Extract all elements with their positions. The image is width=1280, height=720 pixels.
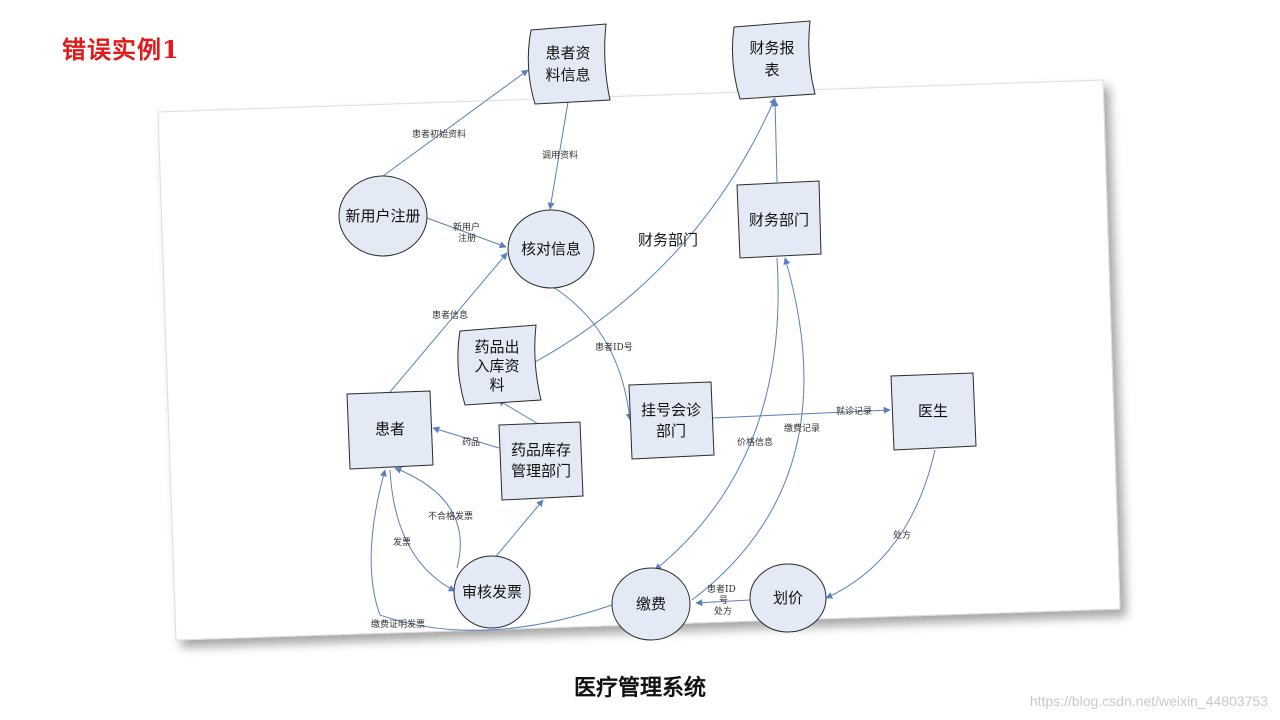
store-drug-io: 药品出 入库资 料 — [457, 324, 542, 406]
entity-doctor-label: 医生 — [918, 402, 948, 420]
label-payment-proof-invoice: 缴费证明发票 — [371, 618, 425, 630]
edge-register-to-patient-info — [382, 69, 529, 177]
edge-verify-to-registration — [552, 286, 633, 421]
store-finance-report-line1: 财务报 — [749, 39, 794, 57]
process-verify-info: 核对信息 — [507, 209, 595, 289]
label-drugs: 药品 — [462, 437, 480, 448]
process-new-user-register-label: 新用户注册 — [345, 207, 420, 225]
paper-sheet — [157, 79, 1121, 641]
store-finance-report: 财务报 表 — [731, 20, 816, 100]
label-unqualified-invoice: 不合格发票 — [428, 510, 473, 522]
entity-patient-label: 患者 — [375, 420, 405, 438]
store-finance-report-line2: 表 — [764, 61, 779, 79]
label-payment-record: 缴费记录 — [784, 422, 820, 434]
entity-registration-dept: 挂号会诊 部门 — [628, 381, 715, 460]
entity-registration-dept-line2: 部门 — [656, 422, 686, 440]
label-finance-dept-floating: 财务部门 — [638, 231, 698, 249]
caption: 医疗管理系统 — [573, 676, 706, 701]
edge-patient-to-verify — [389, 252, 508, 393]
edge-finance-dept-to-report — [771, 99, 779, 183]
edge-drug-dept-to-drug-store — [497, 399, 541, 426]
edge-doctor-to-pricing — [825, 449, 936, 599]
store-drug-io-line3: 料 — [489, 376, 504, 394]
process-pricing-label: 划价 — [773, 589, 803, 607]
process-verify-info-label: 核对信息 — [521, 240, 581, 258]
edge-register-to-verify — [426, 217, 507, 249]
edge-patient-to-audit — [389, 469, 456, 592]
label-patient-info: 患者信息 — [432, 309, 468, 321]
entity-drug-dept-line1: 药品库存 — [511, 441, 571, 459]
label-patient-initial-data: 患者初始资料 — [412, 128, 466, 140]
edge-payment-to-patient — [370, 469, 613, 631]
edge-drug-dept-to-patient — [432, 426, 500, 449]
watermark: https://blog.csdn.net/weixin_44803753 — [1029, 693, 1268, 709]
label-new-user-register-line2: 注册 — [458, 232, 476, 244]
label-patient-id: 患者ID号 — [595, 341, 633, 353]
entity-finance-dept-label: 财务部门 — [749, 211, 809, 229]
edge-drug-store-to-finance-report — [534, 97, 776, 363]
edge-audit-to-drug-dept — [492, 499, 544, 561]
label-price-info: 价格信息 — [737, 436, 773, 448]
store-patient-info-line1: 患者资 — [545, 44, 590, 62]
process-payment-label: 缴费 — [636, 595, 666, 613]
edge-payment-to-finance — [691, 257, 805, 601]
label-patient-id-rx-line3: 处方 — [714, 605, 732, 617]
label-patient-id-rx-line2: 号 — [719, 595, 728, 606]
label-visit-record: 就诊记录 — [836, 405, 872, 417]
process-new-user-register: 新用户注册 — [338, 175, 428, 257]
process-audit-invoice-label: 审核发票 — [462, 583, 522, 601]
store-patient-info-line2: 料信息 — [545, 66, 590, 84]
label-new-user-register-line1: 新用户 — [453, 221, 480, 233]
process-pricing: 划价 — [749, 563, 827, 633]
entity-doctor: 医生 — [890, 372, 977, 451]
label-call-data: 调用资料 — [542, 149, 578, 161]
slide-title: 错误实例1 — [62, 35, 180, 64]
entity-drug-dept: 药品库存 管理部门 — [498, 421, 584, 501]
edge-finance-to-payment — [654, 257, 779, 571]
entity-patient: 患者 — [346, 390, 434, 470]
entity-registration-dept-line1: 挂号会诊 — [641, 401, 701, 419]
entity-finance-dept: 财务部门 — [736, 180, 822, 259]
store-patient-info: 患者资 料信息 — [527, 23, 611, 105]
store-drug-io-line2: 入库资 — [474, 357, 519, 375]
process-audit-invoice: 审核发票 — [453, 555, 531, 629]
store-drug-io-line1: 药品出 — [474, 338, 519, 356]
entity-drug-dept-line2: 管理部门 — [511, 462, 571, 480]
edge-patient-info-to-verify — [547, 101, 569, 210]
label-patient-id-rx-line1: 患者ID — [707, 583, 736, 595]
process-payment: 缴费 — [611, 567, 691, 641]
label-prescription: 处方 — [893, 529, 911, 541]
label-invoice: 发票 — [393, 536, 411, 548]
edge-pricing-to-payment — [695, 599, 751, 607]
edge-audit-to-patient — [394, 467, 461, 569]
